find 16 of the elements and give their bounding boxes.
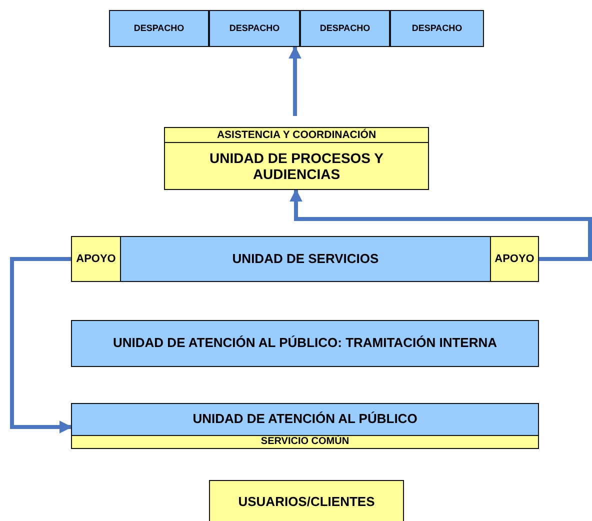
unit-box: UNIDAD DE ATENCIÓN AL PÚBLICO: [71, 403, 539, 436]
header-band: ASISTENCIA Y COORDINACIÓN: [164, 127, 429, 143]
despacho-box: DESPACHO: [209, 10, 300, 47]
despacho-box: DESPACHO: [390, 10, 484, 47]
unit-box: UNIDAD DE PROCESOS Y AUDIENCIAS: [164, 142, 429, 190]
support-box: APOYO: [71, 236, 121, 282]
arrow: [288, 46, 302, 116]
users-box: USUARIOS/CLIENTES: [209, 480, 404, 521]
unit-box: UNIDAD DE ATENCIÓN AL PÚBLICO: TRAMITACIÓN INTERNA: [71, 320, 539, 367]
arrow: [290, 188, 592, 261]
despacho-box: DESPACHO: [109, 10, 209, 47]
arrow: [10, 257, 72, 434]
footer-band: SERVICIO COMÚN: [71, 435, 539, 449]
unit-box: UNIDAD DE SERVICIOS: [120, 236, 491, 282]
support-box: APOYO: [490, 236, 539, 282]
despacho-box: DESPACHO: [300, 10, 390, 47]
